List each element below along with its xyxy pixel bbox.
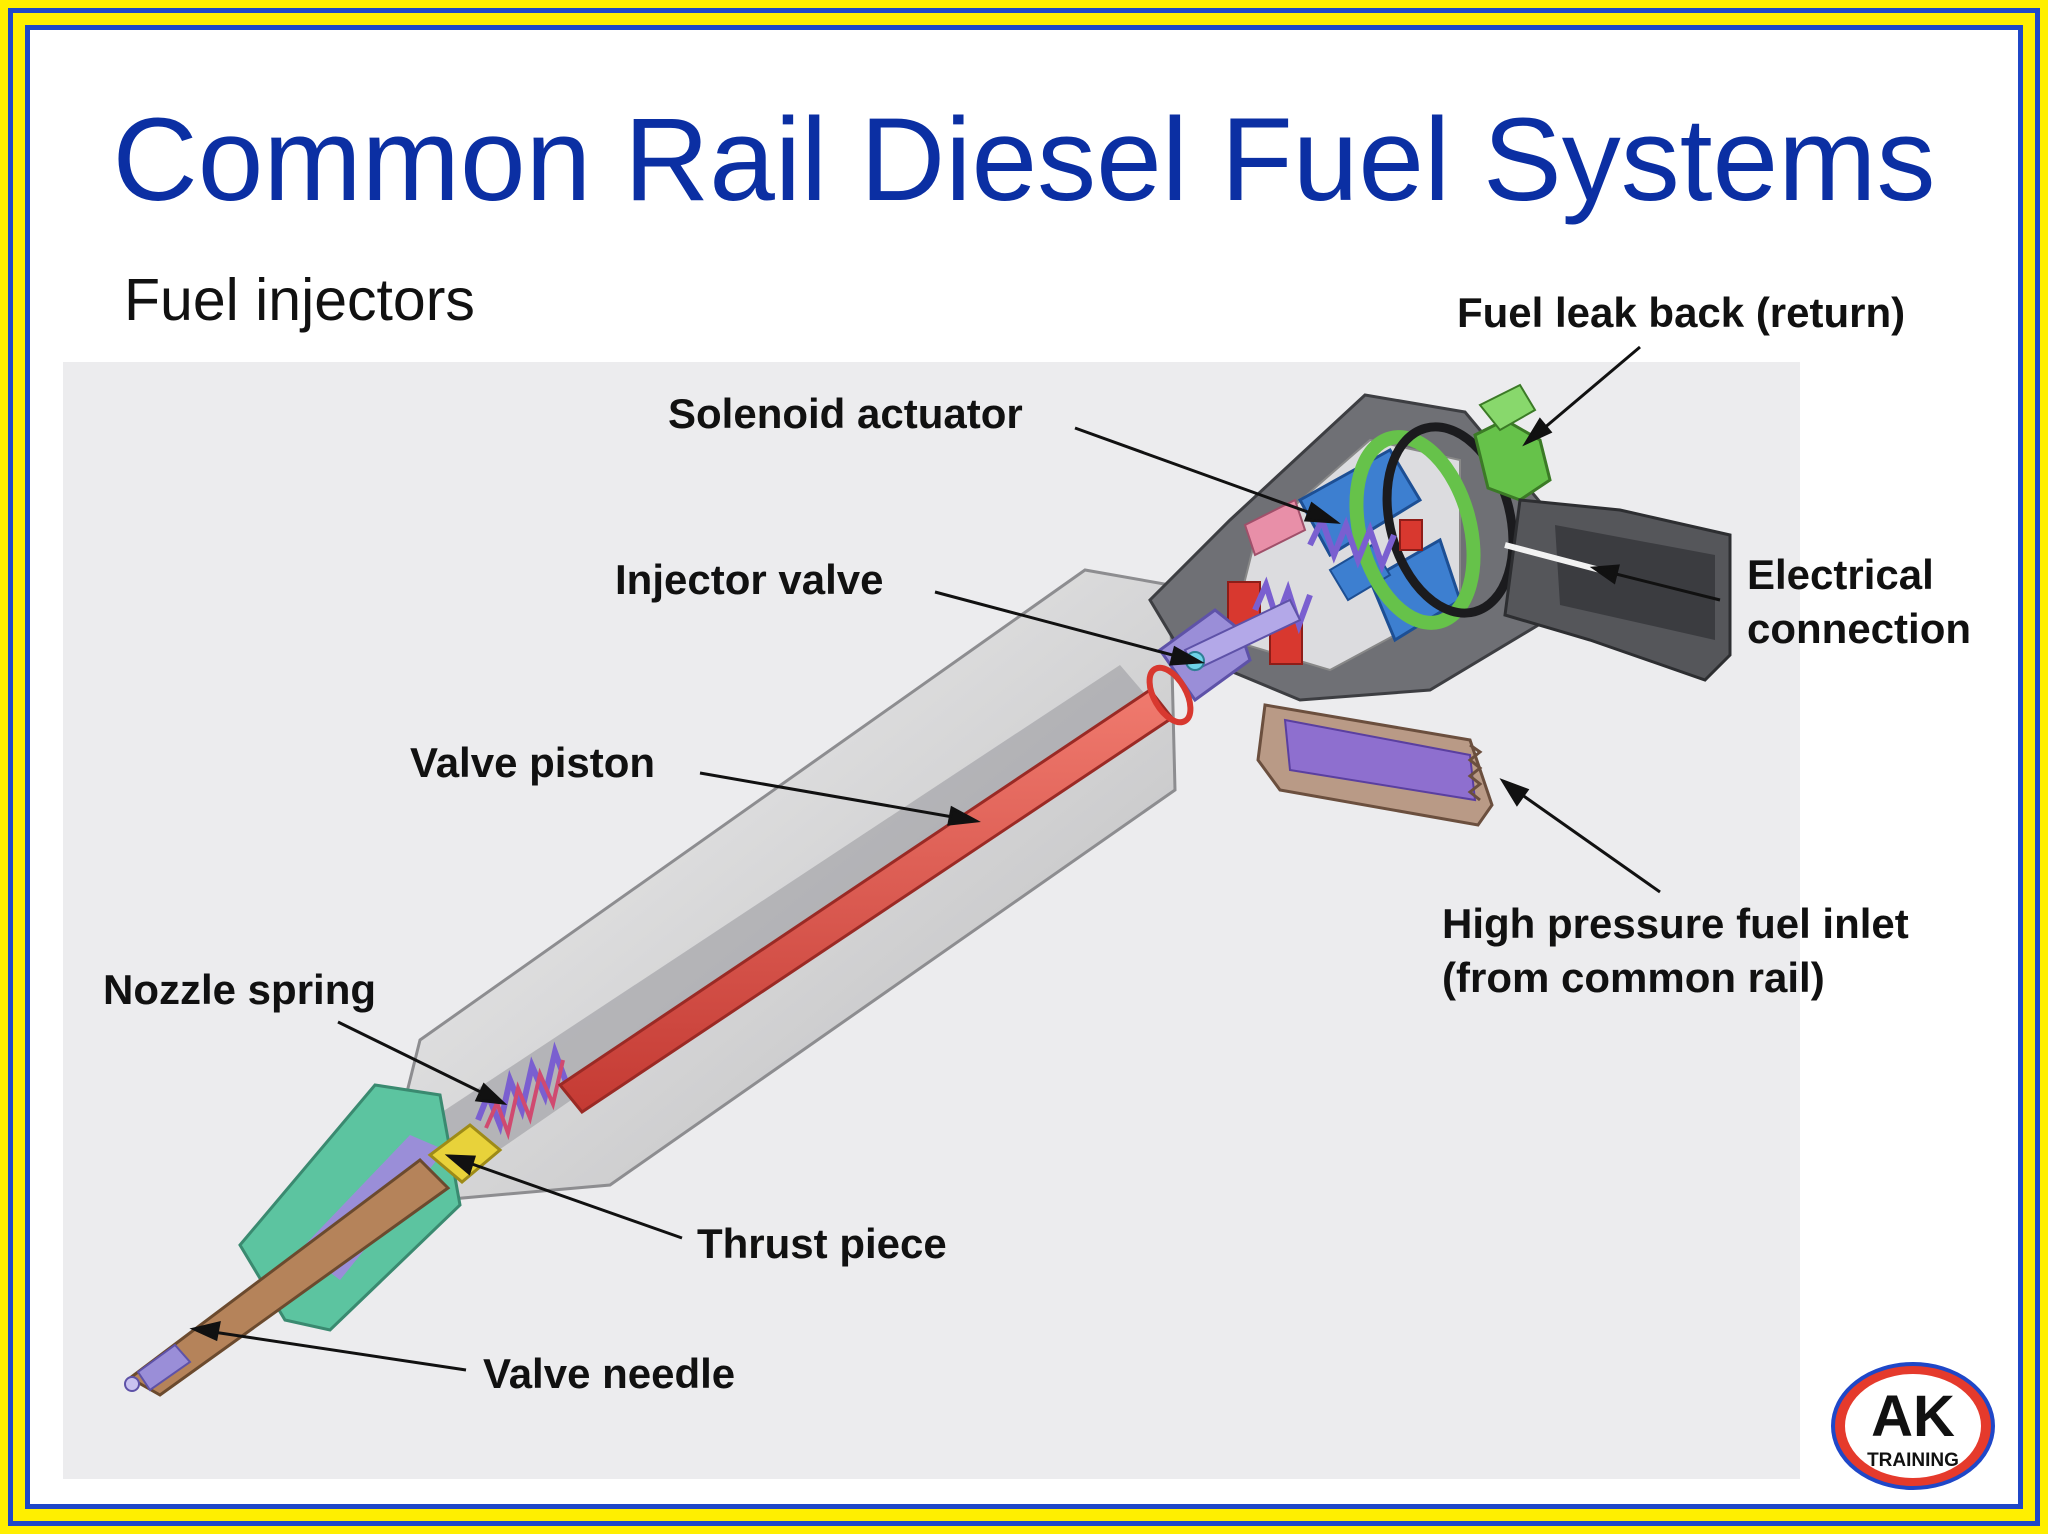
label-thrust-piece: Thrust piece [697, 1220, 947, 1267]
arrowhead-nozzle-spring [474, 1082, 508, 1106]
label-electrical-line1: Electrical [1747, 551, 1934, 598]
leader-valve-piston [699, 771, 971, 822]
arrowhead-valve-piston [947, 805, 981, 826]
electrical-connector [1503, 498, 1732, 682]
leader-lines [189, 345, 1721, 1372]
leader-electrical-connection [1599, 568, 1721, 602]
leader-thrust-piece [454, 1156, 683, 1240]
arrowhead-electrical-connection [1589, 564, 1620, 585]
logo-ak-text: AK [1871, 1384, 1955, 1449]
ak-training-logo: AK TRAINING [1831, 1362, 1995, 1490]
yellow-border [13, 13, 2035, 1521]
arrowhead-thrust-piece [444, 1154, 477, 1176]
label-nozzle-spring: Nozzle spring [103, 966, 377, 1013]
label-solenoid-actuator: Solenoid actuator [668, 390, 1023, 437]
label-high-pressure-line1: High pressure fuel inlet [1442, 900, 1909, 947]
arrowhead-fuel-leak-back [1522, 417, 1553, 447]
high-pressure-inlet-fitting [1256, 703, 1494, 827]
injector-body [393, 568, 1177, 1202]
arrowhead-high-pressure-inlet [1499, 778, 1530, 807]
solenoid-housing [1146, 393, 1557, 726]
arrowhead-solenoid-actuator [1303, 501, 1341, 524]
leader-fuel-leak-back [1529, 345, 1641, 442]
leader-valve-needle [199, 1328, 467, 1372]
leader-nozzle-spring [337, 1020, 498, 1102]
arrowhead-valve-needle [189, 1321, 221, 1342]
arrowhead-injector-valve [1169, 645, 1206, 666]
leader-high-pressure-inlet [1507, 783, 1661, 894]
leak-back-connector [1473, 383, 1552, 502]
label-valve-piston: Valve piston [410, 739, 656, 786]
label-electrical-line2: connection [1747, 605, 1972, 652]
leader-injector-valve [934, 590, 1196, 663]
outer-border [8, 8, 2040, 1526]
label-valve-needle: Valve needle [483, 1350, 736, 1397]
slide-title: Common Rail Diesel Fuel Systems [112, 94, 1936, 226]
label-high-pressure-line2: (from common rail) [1442, 954, 1825, 1001]
slide-subtitle: Fuel injectors [124, 267, 475, 333]
logo-training-text: TRAINING [1867, 1450, 1959, 1471]
label-high-pressure-inlet: High pressure fuel inlet (from common ra… [1442, 897, 1909, 1005]
label-injector-valve: Injector valve [615, 556, 884, 603]
label-fuel-leak-back: Fuel leak back (return) [1457, 289, 1906, 336]
label-electrical-connection: Electrical connection [1747, 548, 1971, 656]
leader-solenoid-actuator [1074, 426, 1331, 522]
thrust-piece-part [427, 1123, 503, 1184]
nozzle-spring-part [475, 1041, 569, 1141]
